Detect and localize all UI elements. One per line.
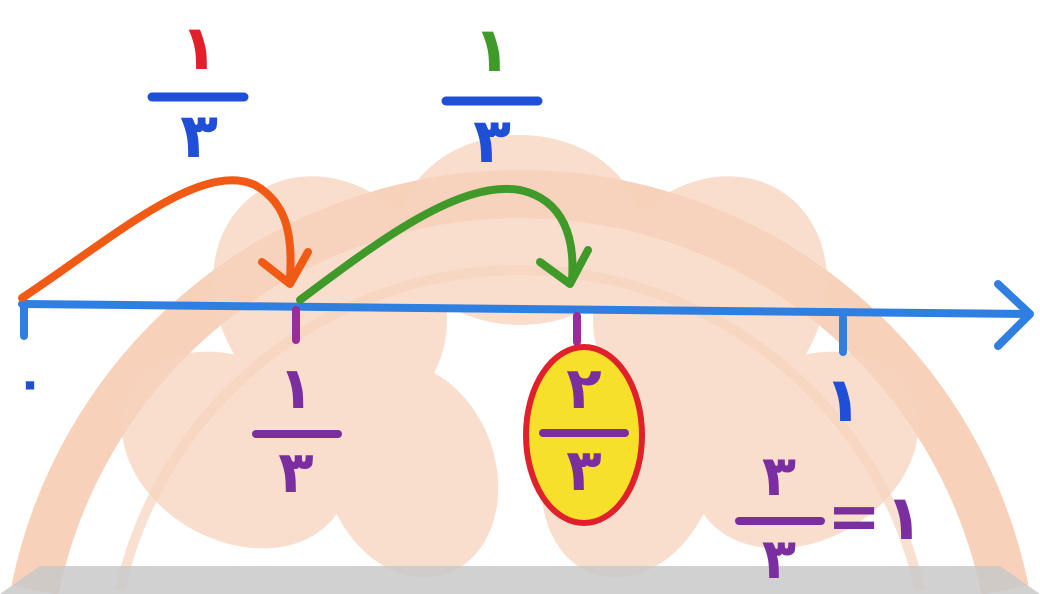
jump-fraction-2-denominator: ٣: [473, 104, 511, 177]
tick-fraction-one-third: ١ ٣: [252, 354, 342, 506]
equation-denominator: ٣: [762, 527, 796, 592]
jump-arrow-green: [296, 184, 592, 304]
jump-fraction-2-numerator: ١: [473, 13, 511, 86]
tick-fraction-numerator: ٢: [566, 354, 601, 422]
jump-fraction-1: ١ ٣: [147, 11, 249, 172]
tick-fraction-denominator: ٣: [278, 438, 313, 506]
tick-fraction-denominator: ٣: [566, 436, 601, 504]
jump-fraction-2: ١ ٣: [441, 13, 543, 177]
tick-label-one: ١: [824, 363, 862, 436]
arrowhead-icon: [258, 248, 312, 288]
axis-arrow-icon: [994, 280, 1034, 350]
number-line: [18, 280, 1034, 356]
equation-result: ١: [885, 481, 923, 554]
zero-label: ٠: [15, 355, 44, 411]
tick-fraction-numerator: ١: [278, 354, 313, 422]
tick-fraction-two-thirds: ٢ ٣: [523, 344, 645, 526]
jump-fraction-1-denominator: ٣: [180, 99, 218, 172]
equation-numerator: ٣: [762, 444, 796, 509]
watermark-logo: [0, 135, 1040, 594]
arrowhead-icon: [536, 246, 592, 288]
tick-one-label: ١: [824, 363, 862, 436]
equals-sign: =: [827, 481, 881, 555]
jump-arrow-orange: [18, 176, 312, 302]
equation-three-thirds-equals-one: ٣ ٣ = ١: [735, 444, 923, 592]
jump-fraction-1-numerator: ١: [180, 11, 218, 84]
